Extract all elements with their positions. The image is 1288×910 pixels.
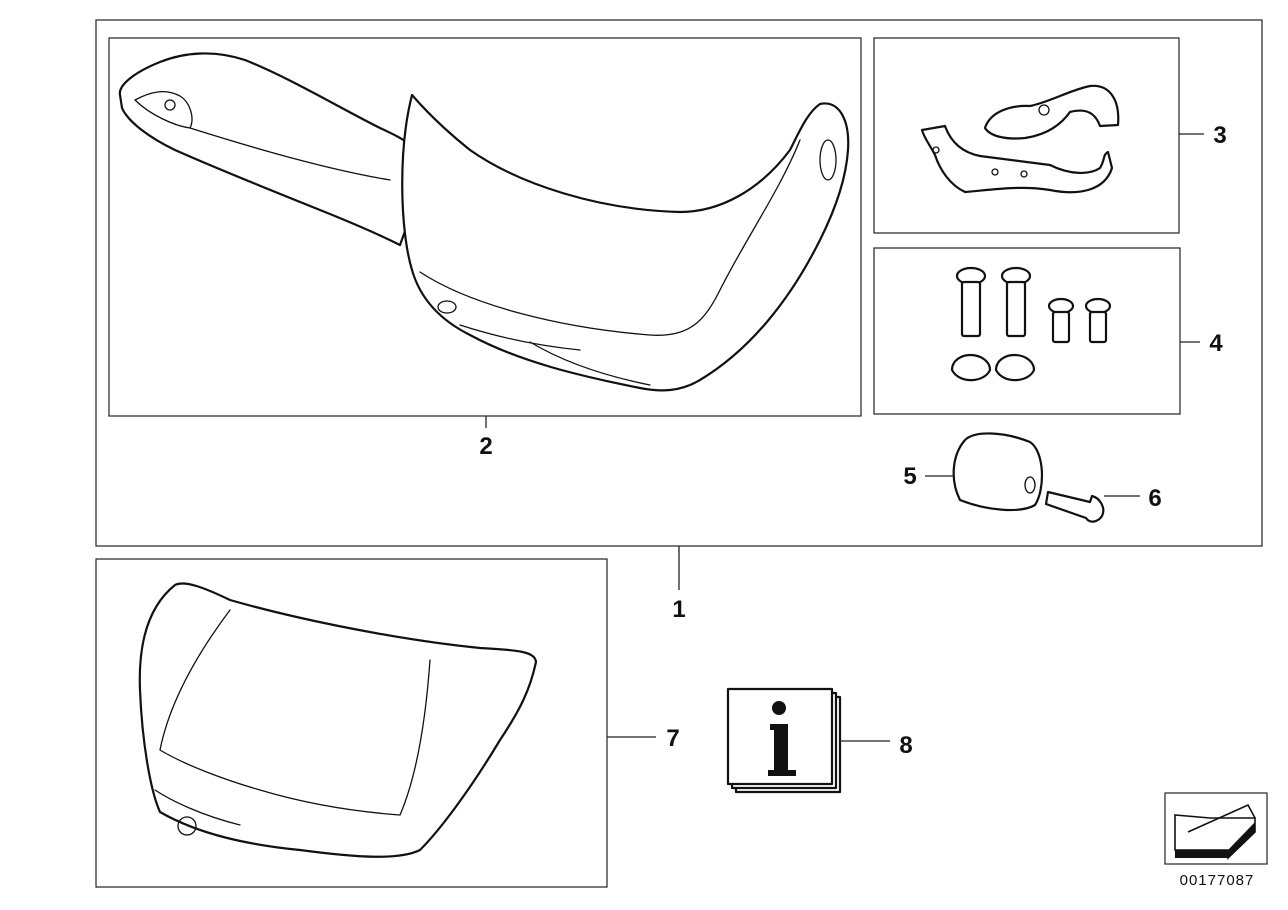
screws-drawing <box>950 266 1112 382</box>
callout-1: 1 <box>672 596 685 623</box>
info-book-icon <box>768 701 796 776</box>
panel-part-2 <box>108 37 862 417</box>
callout-3: 3 <box>1213 122 1226 149</box>
leader-lines <box>485 133 1204 742</box>
panel-part-7 <box>95 558 608 888</box>
bar-end-weight-drawing <box>952 432 1044 512</box>
panel-part-4 <box>873 247 1181 415</box>
callout-8: 8 <box>899 732 912 759</box>
callout-5: 5 <box>903 463 916 490</box>
callout-2: 2 <box>479 433 492 460</box>
callout-6: 6 <box>1148 485 1161 512</box>
panel-part-3 <box>873 37 1180 234</box>
document-number: 00177087 <box>1180 872 1255 889</box>
callout-4: 4 <box>1209 330 1223 357</box>
callout-7: 7 <box>666 725 679 752</box>
clamp-drawing <box>920 84 1120 194</box>
guard-shell-drawing <box>138 582 538 858</box>
hand-guard-drawing <box>118 52 850 392</box>
info-booklet <box>726 687 842 794</box>
countersunk-screw-drawing <box>1044 490 1105 523</box>
direction-arrow-icon <box>1164 792 1268 865</box>
